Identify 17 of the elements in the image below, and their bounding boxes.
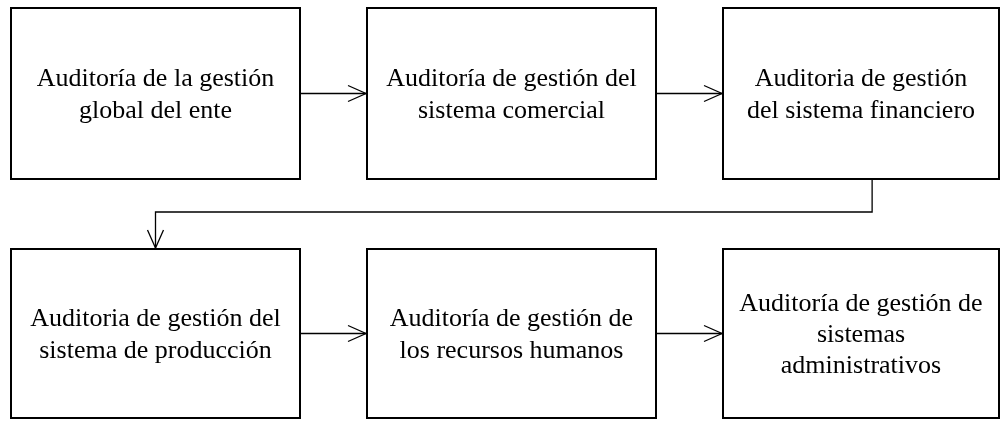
box-label: Auditoria de gestión del sistema financiero	[745, 62, 977, 125]
box-label: Auditoría de gestión de sistemas administrativos	[738, 286, 984, 381]
process-box	[10, 248, 301, 419]
process-box	[722, 248, 1000, 419]
process-box	[10, 7, 301, 180]
arrow	[146, 179, 873, 249]
box-label: Auditoría de gestión de los recursos humanos	[388, 302, 635, 365]
arrow	[656, 84, 723, 103]
box-label: Auditoría de gestión del sistema comercial	[385, 62, 638, 125]
arrow	[656, 324, 723, 343]
box-label: Auditoria de gestión del sistema de producción	[29, 302, 282, 365]
process-box	[722, 7, 1000, 180]
box-label: Auditoría de la gestión global del ente	[35, 62, 276, 125]
arrow	[300, 84, 367, 103]
process-box	[366, 248, 657, 419]
arrow	[300, 324, 367, 343]
process-box	[366, 7, 657, 180]
